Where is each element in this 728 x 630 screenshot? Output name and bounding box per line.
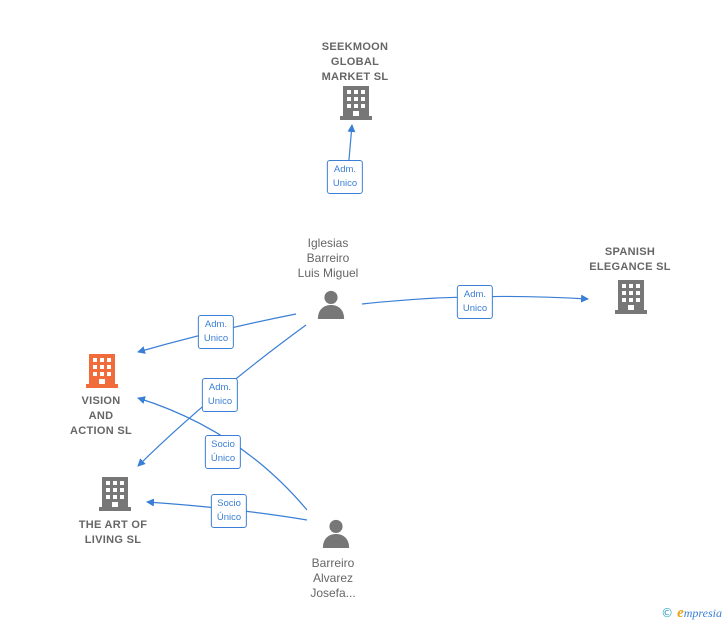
iglesias-label[interactable]: Iglesias Barreiro Luis Miguel (297, 236, 359, 280)
copyright-symbol: © (661, 606, 674, 620)
seekmoon-label[interactable]: SEEKMOON GLOBAL MARKET SL (321, 41, 389, 83)
edge-label-iglesias-to-vision[interactable]: Adm. Unico (197, 315, 235, 349)
brand-name: mpresia (683, 606, 722, 620)
barreiro-person-icon[interactable] (322, 519, 350, 548)
edge-label-iglesias-to-seekmoon[interactable]: Adm. Unico (326, 160, 364, 194)
edge-label-iglesias-to-artliving[interactable]: Adm. Unico (201, 378, 239, 412)
iglesias-person-icon[interactable] (317, 290, 345, 319)
artliving-label[interactable]: THE ART OF LIVING SL (78, 519, 148, 546)
barreiro-label[interactable]: Barreiro Alvarez Josefa... (310, 556, 356, 600)
vision-label[interactable]: VISION AND ACTION SL (70, 395, 132, 437)
edge-label-barreiro-to-vision[interactable]: Socio Único (204, 435, 242, 469)
seekmoon-building-icon[interactable] (340, 86, 372, 120)
edge-label-iglesias-to-spanish[interactable]: Adm. Unico (456, 285, 494, 319)
spanish-building-icon[interactable] (615, 280, 647, 314)
vision-building-icon[interactable] (86, 354, 118, 388)
edge-label-barreiro-to-artliving[interactable]: Socio Único (210, 494, 248, 528)
artliving-building-icon[interactable] (99, 477, 131, 511)
spanish-label[interactable]: SPANISH ELEGANCE SL (589, 246, 671, 273)
nodes-layer (86, 86, 647, 548)
brand-initial: e (677, 605, 684, 621)
empresia-watermark: ©empresia (661, 605, 722, 622)
